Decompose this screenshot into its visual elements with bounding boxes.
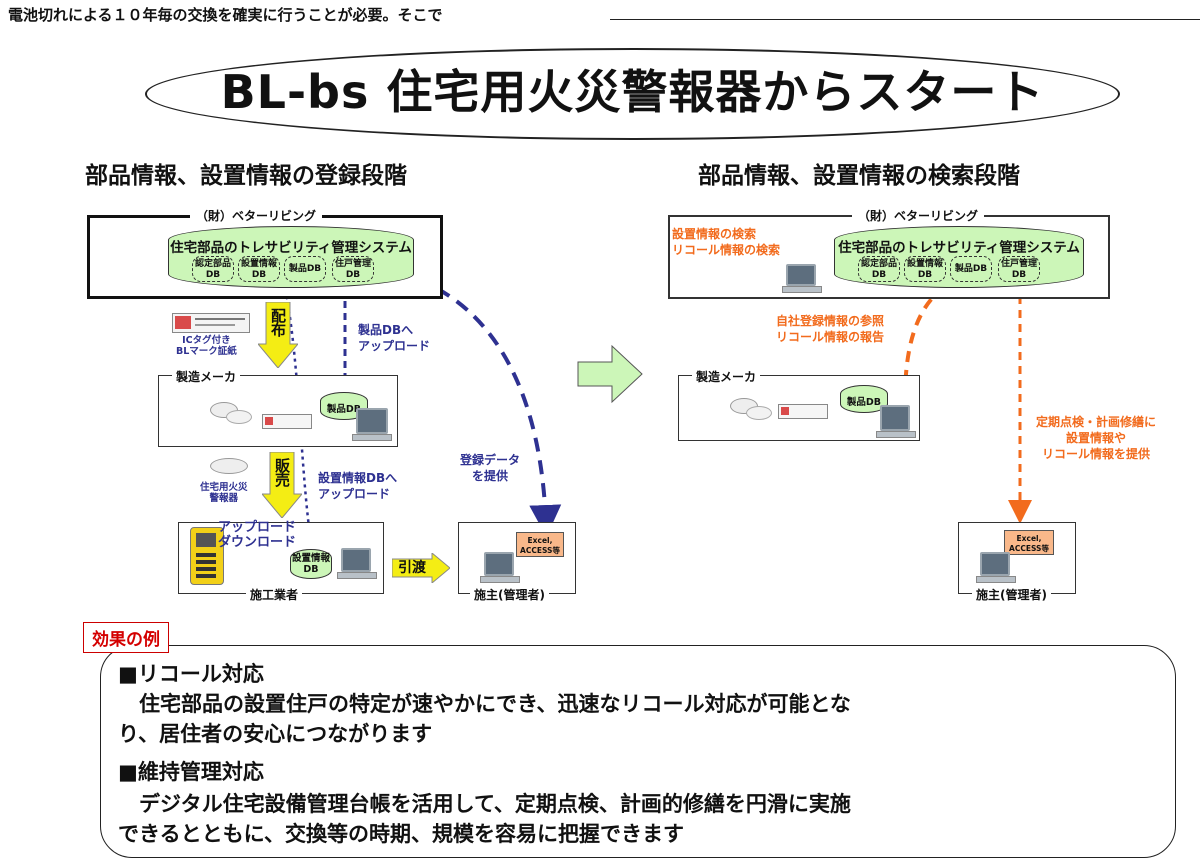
left-system-owner: （財）ベターリビング [190, 207, 323, 224]
install-db-label: 設置情報 DB [291, 553, 330, 575]
right-maker-label: 製造メーカ [692, 368, 761, 385]
right-owner-laptop-icon [976, 552, 1016, 583]
effect-text-recall-2: り、居住者の安心につながります [118, 722, 433, 746]
search-note: 設置情報の検索 リコール情報の検索 [672, 227, 781, 257]
smoke-alarm-icon-2 [226, 410, 252, 424]
right-db-certified: 認定部品 DB [858, 256, 900, 282]
right-system-laptop-icon [782, 264, 822, 293]
effect-heading-recall: ■リコール対応 [118, 662, 264, 686]
maintenance-note: 定期点検・計画修繕に 設置情報や リコール情報を提供 [1036, 415, 1157, 461]
right-system-owner: （財）ベターリビング [852, 207, 985, 224]
left-db-housing: 住戸管理 DB [332, 256, 374, 282]
right-db-housing: 住戸管理 DB [998, 256, 1040, 282]
sell-label: 販売 [273, 458, 291, 486]
left-db-certified: 認定部品 DB [192, 256, 234, 282]
bl-certificate-image [172, 313, 250, 333]
bl-logo-icon [175, 316, 191, 329]
left-db-product: 製品DB [284, 256, 326, 282]
right-smoke-alarm-icon-2 [746, 406, 772, 420]
right-maker-laptop-icon [876, 405, 916, 438]
handover-label: 引渡 [398, 560, 426, 576]
effects-label: 効果の例 [83, 622, 169, 653]
alarm-label: 住宅用火災 警報器 [200, 482, 248, 504]
right-db-install: 設置情報 DB [904, 256, 946, 282]
effect-heading-maintenance: ■維持管理対応 [118, 760, 264, 784]
register-data-label: 登録データ を提供 [460, 453, 521, 483]
right-db-product: 製品DB [950, 256, 992, 282]
upload-install-label: 設置情報DBへ アップロード [318, 471, 398, 501]
installer-laptop-icon [337, 548, 377, 579]
handover-arrow [392, 553, 450, 583]
effect-text-maintenance-2: できるとともに、交換等の時期、規模を容易に把握できます [118, 822, 684, 846]
ic-tag-label: ICタグ付き BLマーク証紙 [176, 335, 237, 357]
left-db-install: 設置情報 DB [238, 256, 280, 282]
left-section-title: 部品情報、設置情報の登録段階 [85, 163, 407, 189]
left-maker-label: 製造メーカ [172, 368, 241, 385]
left-excel-icon: Excel, ACCESS等 [516, 532, 564, 557]
register-data-arrow [371, 266, 562, 537]
right-owner-label: 施主(管理者) [972, 586, 1051, 603]
title-ellipse [145, 48, 1120, 140]
left-system-title: 住宅部品のトレサビリティ管理システム [170, 240, 412, 256]
right-system-title: 住宅部品のトレサビリティ管理システム [838, 240, 1080, 256]
left-owner-laptop-icon [480, 552, 520, 583]
install-db-cylinder [290, 549, 332, 579]
updown-label: アップロード ダウンロード [218, 520, 297, 550]
left-owner-label: 施主(管理者) [470, 586, 549, 603]
handheld-terminal-icon [190, 527, 224, 585]
right-bl-tag-icon [778, 404, 828, 419]
effects-box [100, 645, 1176, 858]
installer-label: 施工業者 [246, 586, 303, 603]
sell-arrow [262, 452, 302, 518]
page-title: BL-bs 住宅用火災警報器からスタート [220, 65, 1045, 119]
phase-arrow [577, 344, 643, 404]
report-note: 自社登録情報の参照 リコール情報の報告 [776, 314, 885, 344]
distribute-arrow [258, 302, 298, 368]
upload-product-label: 製品DBへ アップロード [358, 323, 431, 353]
right-excel-icon: Excel, ACCESS等 [1004, 530, 1054, 555]
effect-text-recall-1: 住宅部品の設置住戸の特定が速やかにでき、迅速なリコール対応が可能とな [118, 692, 851, 716]
left-maker-db-label: 製品DB [326, 404, 362, 415]
top-note: 電池切れによる１０年毎の交換を確実に行うことが必要。そこで [8, 6, 443, 24]
right-section-title: 部品情報、設置情報の検索段階 [698, 163, 1020, 189]
bl-tag-icon [262, 414, 312, 429]
right-maker-db-label: 製品DB [846, 397, 882, 408]
top-rule [610, 19, 1200, 20]
effect-text-maintenance-1: デジタル住宅設備管理台帳を活用して、定期点検、計画的修繕を円滑に実施 [118, 792, 851, 816]
left-maker-laptop-icon [352, 408, 392, 441]
distribute-label: 配布 [269, 308, 287, 336]
alarm-product-icon [210, 458, 248, 474]
